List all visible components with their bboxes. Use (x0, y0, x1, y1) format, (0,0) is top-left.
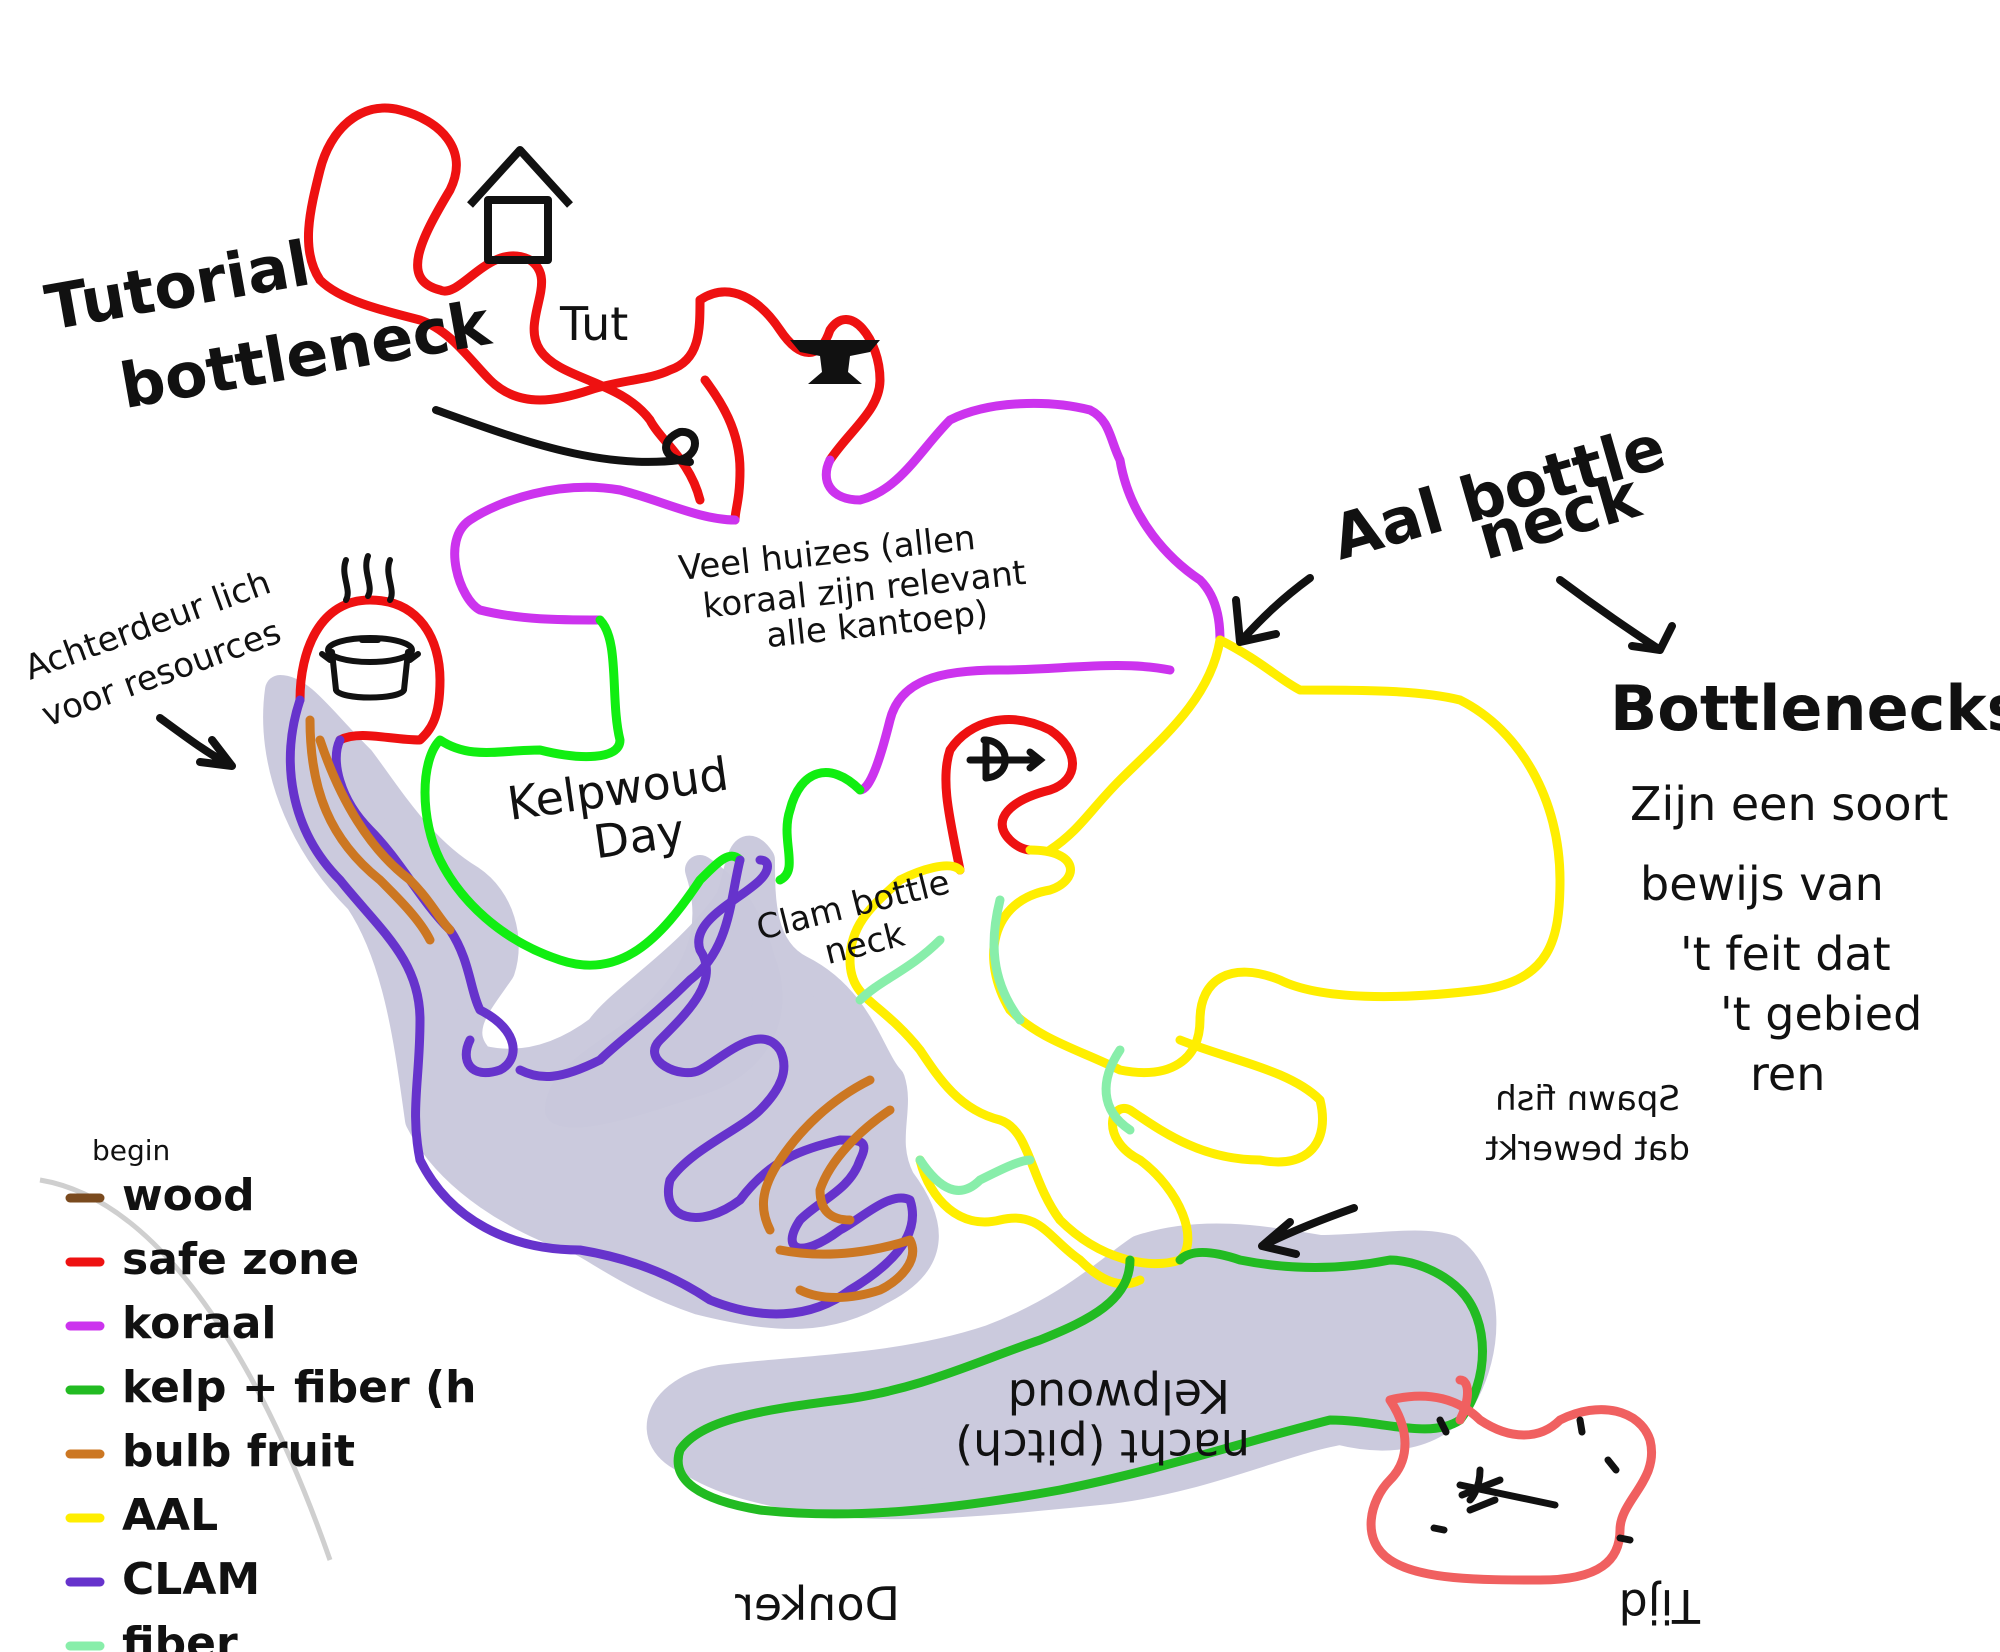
legend-label-wood: wood (122, 1170, 255, 1221)
kelpwoud-nacht-arrow (1258, 1204, 1358, 1258)
clock-icon (1430, 1416, 1634, 1544)
bottlenecks-arrow (1556, 576, 1676, 654)
bow-icon (966, 736, 1046, 782)
veel-huizes-note: Veel huizes (allen koraal zijn relevant … (677, 512, 1043, 665)
aal-route (989, 635, 1565, 1078)
legend-label-kelp_fiber: kelp + fiber (h (122, 1362, 476, 1413)
fiber-route-c (1101, 1045, 1135, 1135)
bulb-fruit-route-c (758, 1075, 895, 1235)
tutorial-safe-zone-route (304, 103, 705, 505)
legend-label-bulb_fruit: bulb fruit (122, 1426, 355, 1477)
aal-bottleneck-note: Aal bottle neck (1324, 404, 1705, 613)
bottlenecks-body: Zijn een soort bewijs van 't feit dat 't… (1630, 777, 1963, 1101)
tutorial-bottleneck-arrow (432, 406, 699, 466)
clam-route-east (515, 855, 745, 1082)
kelpwoud-nacht-route (673, 1248, 1487, 1519)
kelpwoud-nacht-label: Kelpwoud nacht (pitch) (955, 1369, 1250, 1473)
aal-bottleneck-arrow (1232, 574, 1314, 646)
bottlenecks-title: Bottlenecks (1610, 672, 2000, 745)
legend-label-clam: CLAM (122, 1554, 260, 1605)
legend-label-aal: AAL (122, 1490, 218, 1541)
tutorial-entry-route (700, 375, 745, 525)
bulb-fruit-route-b (315, 735, 455, 935)
anvil-icon (790, 340, 880, 384)
clam-route (285, 695, 917, 1319)
tut-label: Tut (559, 297, 628, 351)
fiber-route-b (989, 895, 1025, 1025)
cooking-pot-icon (319, 553, 421, 701)
koraal-route-north (821, 398, 1225, 645)
tutorial-exit-route (695, 287, 885, 465)
legend: begin wood safe zone koraal kelp + fiber (h… (65, 1134, 476, 1652)
bulb-fruit-route-d (775, 1235, 918, 1302)
legend-label-safe_zone: safe zone (122, 1234, 359, 1285)
mirrored-bottom-note: Donker (735, 1577, 900, 1631)
achterdeur-note: Achterdeur lich voor resources (19, 559, 303, 736)
tijd-label: Tijd (1619, 1579, 1701, 1633)
fiber-route-d (915, 1155, 1035, 1195)
house-icon (467, 146, 573, 264)
pot-safe-zone-route (295, 595, 445, 745)
tijd-safe-zone-route (1366, 1391, 1657, 1585)
legend-begin-label: begin (92, 1134, 170, 1167)
fiber-route-a (855, 935, 945, 1005)
aal-route-south (845, 635, 1327, 1269)
legend-label-koraal: koraal (122, 1298, 276, 1349)
kelp-route-east (775, 768, 865, 885)
koraal-route-west (450, 482, 740, 625)
bow-safe-zone-route (941, 715, 1077, 875)
bulb-fruit-route-a (305, 715, 435, 945)
kelpwoud-day-route (420, 615, 745, 970)
achterdeur-arrow (156, 714, 236, 770)
aal-route-bottom (915, 1155, 1145, 1289)
mirrored-note: Spawn fish dat bewerkt (1484, 1079, 1690, 1169)
tijd-entry-route (1455, 1375, 1472, 1425)
koraal-route-middle (855, 661, 1175, 795)
legend-label-fiber: fiber (122, 1618, 238, 1652)
